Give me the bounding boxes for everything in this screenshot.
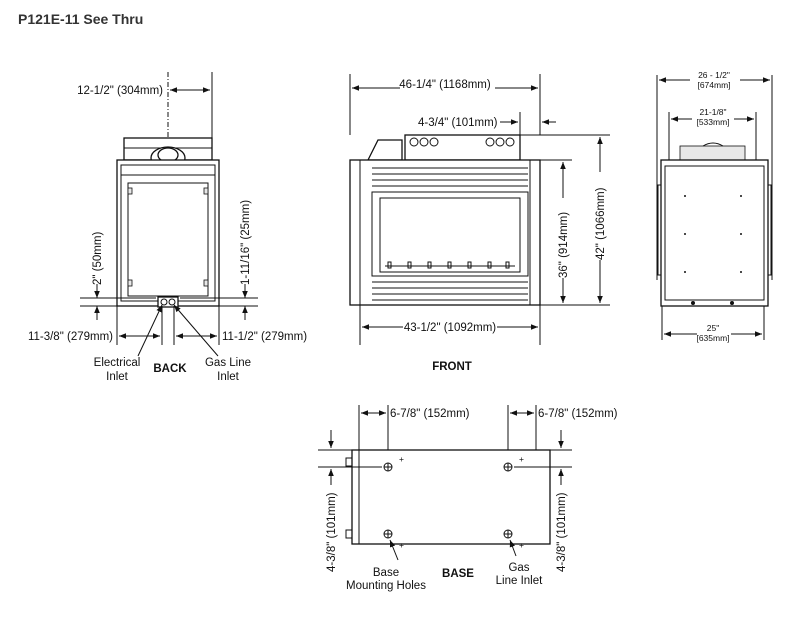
back-flue-offset-dimension: 12-1/2" (304mm): [77, 85, 163, 97]
base-right-offset-dimension: 6-7/8" (152mm): [538, 408, 618, 420]
side-overall-width-mm: [674mm]: [697, 80, 730, 90]
svg-text:+: +: [399, 454, 404, 464]
base-view-label: BASE: [442, 568, 474, 580]
side-overall-width-inches: 26 - 1/2": [698, 70, 730, 80]
side-base-width-mm: [635mm]: [696, 333, 729, 343]
back-left-width-dimension: 11-3/8" (279mm): [28, 331, 113, 343]
base-gas-inlet-label: Gas: [508, 562, 529, 574]
side-top-width-inches: 21-1/8": [699, 107, 726, 117]
back-right-width-dimension: 11-1/2" (279mm): [222, 331, 307, 343]
base-mounting-holes-label-2: Mounting Holes: [346, 580, 426, 592]
base-view: 6-7/8" (152mm) 6-7/8" (152mm) + + + + 4-3/…: [318, 405, 618, 592]
svg-text:+: +: [399, 540, 404, 550]
back-right-height-dimension: 1-11/16" (25mm): [240, 200, 252, 285]
side-base-width-inches: 25": [707, 323, 719, 333]
front-view-label: FRONT: [432, 361, 472, 373]
electrical-inlet-label: Electrical: [94, 357, 141, 369]
back-view: 12-1/2" (304mm) 2" (50mm) 1-11/16" (25mm…: [28, 72, 307, 383]
front-inner-height-dimension: 36" (914mm): [558, 212, 570, 278]
back-gas-inlet-label: Gas Line: [205, 357, 251, 369]
side-view: 26 - 1/2" [674mm] 21-1/8" [533mm] 25" [6…: [656, 70, 773, 345]
front-louvers: [372, 167, 528, 301]
front-view: 46-1/4" (1168mm) 4-3/4" (101mm): [349, 74, 610, 373]
front-overall-height-dimension: 42" (1066mm): [595, 187, 607, 260]
back-left-height-dimension: 2" (50mm): [92, 232, 104, 285]
front-base-width-dimension: 43-1/2" (1092mm): [404, 322, 496, 334]
front-top-offset-dimension: 4-3/4" (101mm): [418, 117, 498, 129]
svg-text:+: +: [519, 454, 524, 464]
base-mounting-holes-label: Base: [373, 567, 399, 579]
page-title: P121E-11 See Thru: [18, 11, 143, 27]
base-mounting-holes: + + + +: [383, 454, 524, 550]
front-logs: [385, 261, 515, 269]
svg-text:+: +: [519, 540, 524, 550]
base-right-depth-dimension: 4-3/8" (101mm): [556, 492, 568, 572]
base-left-offset-dimension: 6-7/8" (152mm): [390, 408, 470, 420]
electrical-inlet-label-2: Inlet: [106, 371, 129, 383]
front-overall-width-dimension: 46-1/4" (1168mm): [399, 79, 491, 91]
side-top-width-mm: [533mm]: [696, 117, 729, 127]
base-left-depth-dimension: 4-3/8" (101mm): [326, 492, 338, 572]
back-view-label: BACK: [153, 363, 187, 375]
base-gas-inlet-label-2: Line Inlet: [496, 575, 543, 587]
back-gas-inlet-label-2: Inlet: [217, 371, 240, 383]
